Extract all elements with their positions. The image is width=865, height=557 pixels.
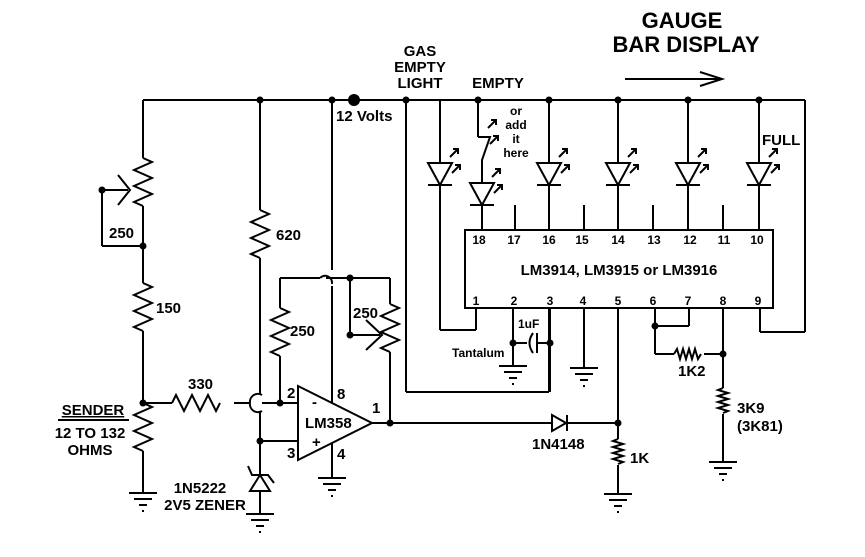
pin-label: 7 [685,294,692,308]
led-2 [536,100,570,230]
ic-top-pins: 18 17 16 15 14 13 12 11 10 [472,233,764,247]
junction [276,399,284,407]
empty-label: EMPTY [472,75,524,92]
led-gas-empty [427,100,477,331]
opamp-pin-8: 8 [337,386,345,403]
gas-label-3: LIGHT [398,75,443,92]
pin-label: 13 [647,233,661,247]
r330-label: 330 [188,376,213,393]
ground-icon [708,461,738,482]
opamp-plus: + [312,434,321,451]
opamp-pin-3: 3 [287,445,295,462]
ground-icon [603,493,633,514]
ground-icon [498,365,528,386]
zener-diode [247,465,275,514]
opamp-lm358 [297,384,390,478]
pin-label: 15 [575,233,589,247]
feedback-network [268,274,402,423]
here-label: here [503,146,529,160]
ic-bottom-pins: 1 2 3 4 5 6 7 8 9 [473,294,762,308]
sender-range-2: OHMS [68,442,113,459]
opamp-minus: - [312,394,317,411]
title-line-1: GAUGE [642,8,723,33]
junction [256,437,264,445]
pin-label: 8 [720,294,727,308]
supply-terminal [348,94,360,106]
zener-label-2: 2V5 ZENER [164,497,246,514]
junction [651,322,659,330]
or-label: or [510,104,522,118]
junction [509,339,517,347]
led-3 [605,100,639,230]
cap-label: 1uF [518,317,539,331]
pin-label: 12 [683,233,697,247]
r620-label: 620 [276,227,301,244]
direction-arrow [625,71,726,87]
diode-label: 1N4148 [532,436,585,453]
sender-label: SENDER [62,402,125,419]
pin-label: 3 [547,294,554,308]
pot-left-label: 250 [109,225,134,242]
led-empty [469,100,503,230]
resistor-620 [248,100,298,475]
r250-fb-label: 250 [290,323,315,340]
tantalum-label: Tantalum [452,346,504,360]
opamp-pin-4: 4 [337,446,346,463]
pin-label: 5 [615,294,622,308]
junction [98,186,106,194]
title-line-2: BAR DISPLAY [612,32,759,57]
sender-resistor [131,402,155,493]
sender-range-1: 12 TO 132 [55,425,126,442]
pot-fb-label: 250 [353,305,378,322]
pin-label: 2 [511,294,518,308]
resistor-150 [131,282,155,403]
it-label: it [512,132,519,146]
led-4 [675,100,709,230]
junction [346,331,354,339]
pin-label: 11 [718,233,731,247]
junction [546,339,554,347]
junction [346,274,354,282]
supply-rail [143,99,806,333]
ground-icon [569,367,599,388]
add-label: add [505,118,526,132]
resistor-1k2 [654,308,723,363]
pin-label: 18 [472,233,486,247]
ic-name: LM3914, LM3915 or LM3916 [521,262,718,279]
r3k9-label: 3K9 [737,400,765,417]
diode-1n4148 [390,413,618,433]
ground-icon [317,477,347,498]
ground-icon [128,492,158,513]
junction [139,242,147,250]
resistor-3k9 [714,308,732,462]
gas-label-2: EMPTY [394,59,446,76]
full-label: FULL [762,132,800,149]
zener-label-1: 1N5222 [174,480,227,497]
r1k2-label: 1K2 [678,363,706,380]
potentiometer-left [101,100,155,283]
opamp-pin-1: 1 [372,400,380,417]
ground-icon [245,513,275,534]
supply-label: 12 Volts [336,108,392,125]
pin-label: 16 [542,233,556,247]
r3k81-label: (3K81) [737,418,783,435]
pin-label: 9 [755,294,762,308]
led-full [746,100,780,230]
resistor-1k [609,423,627,494]
pin-label: 4 [580,294,587,308]
pin-label: 6 [650,294,657,308]
pin-label: 17 [507,233,521,247]
pin-label: 10 [750,233,764,247]
pin-label: 1 [473,294,480,308]
resistor-330 [143,392,298,414]
pin-label: 14 [611,233,625,247]
r150-label: 150 [156,300,181,317]
r1k-label: 1K [630,450,649,467]
opamp-name: LM358 [305,415,352,432]
opamp-pin-2: 2 [287,385,295,402]
gas-label-1: GAS [404,43,437,60]
